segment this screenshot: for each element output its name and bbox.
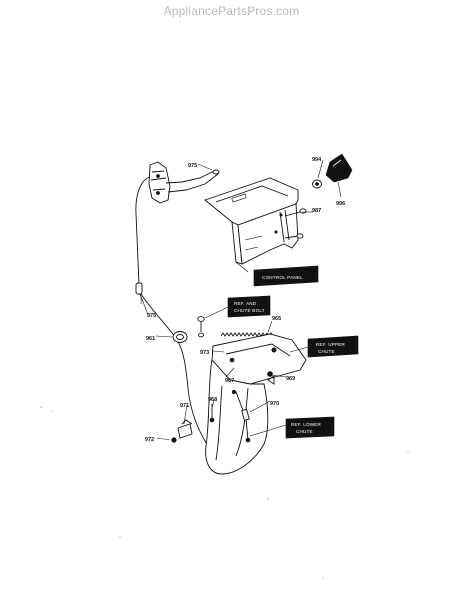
callout-ref-upper-chute: REF. UPPER CHUTE	[307, 335, 359, 358]
knob-996	[325, 153, 353, 183]
label-968: 968	[208, 397, 217, 403]
cable-ferrule	[135, 282, 143, 295]
label-987: 987	[312, 208, 321, 214]
label-967: 967	[225, 378, 234, 384]
bolts-987	[284, 208, 307, 239]
label-975-lower: 975	[147, 313, 156, 319]
label-972: 972	[145, 437, 154, 443]
label-969: 969	[286, 376, 295, 382]
label-994: 994	[312, 157, 322, 163]
callout-ref-lower-chute-line1: REF. LOWER	[291, 422, 322, 427]
label-971: 971	[180, 403, 189, 409]
label-973: 973	[200, 350, 209, 356]
label-970: 970	[270, 401, 279, 407]
callout-control-panel: CONTROL PANEL	[253, 265, 319, 287]
callout-ref-upper-chute-line2: CHUTE	[318, 349, 335, 354]
watermark: AppliancePartsPros.com	[163, 4, 300, 18]
shift-cable	[135, 176, 151, 285]
nut-972	[171, 437, 177, 443]
control-panel-bracket	[204, 177, 299, 265]
callout-ref-lower-chute: REF. LOWER CHUTE	[285, 416, 335, 439]
callout-ref-chute-bolt-line2: CHUTE BOLT	[234, 308, 265, 313]
callout-ref-lower-chute-line2: CHUTE	[296, 429, 313, 434]
label-996: 996	[336, 201, 345, 207]
label-961: 961	[146, 336, 155, 342]
callout-ref-chute-bolt-line1: REF. AND	[234, 301, 257, 306]
leader-lines	[139, 159, 342, 441]
callout-ref-chute-bolt: REF. AND CHUTE BOLT	[227, 295, 271, 318]
label-965: 965	[272, 316, 281, 322]
scan-specks	[40, 406, 409, 579]
callout-ref-upper-chute-line1: REF. UPPER	[316, 342, 346, 347]
cable-handle-assembly	[148, 161, 220, 204]
nut-994	[312, 179, 322, 189]
chute-bracket-assembly	[172, 331, 307, 475]
bracket-971	[177, 419, 193, 439]
label-975-upper: 975	[188, 163, 197, 169]
callout-control-panel-text: CONTROL PANEL	[262, 275, 303, 280]
